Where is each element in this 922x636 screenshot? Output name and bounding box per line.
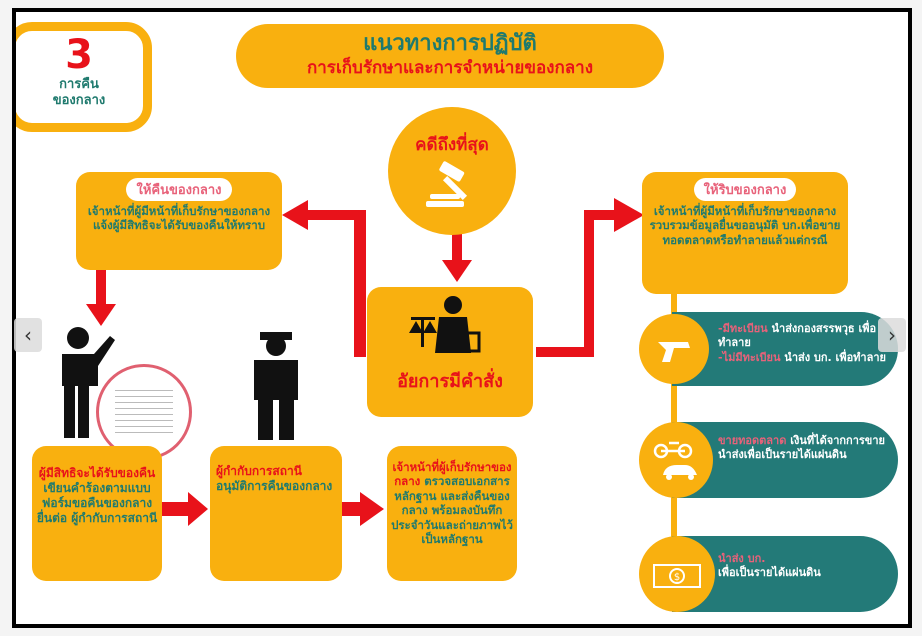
step3-text: ตรวจสอบเอกสารหลักฐาน และส่งคืนของกลาง พร… bbox=[391, 474, 513, 546]
police-officer-figure-icon bbox=[254, 332, 298, 440]
outcome3-t1: เพื่อเป็นรายได้แผ่นดิน bbox=[718, 566, 821, 580]
step-return-box: เจ้าหน้าที่ผู้เก็บรักษาของกลาง ตรวจสอบเอ… bbox=[387, 446, 517, 581]
step2-text: อนุมัติการคืนของกลาง bbox=[216, 479, 333, 493]
final-case-circle: คดีถึงที่สุด bbox=[388, 107, 516, 235]
return-text: เจ้าหน้าที่ผู้มีหน้าที่เก็บรักษาของกลางแ… bbox=[87, 204, 271, 233]
prosecutor-label: อัยการมีคำสั่ง bbox=[397, 371, 503, 392]
outcome1-h1: -มีทะเบียน bbox=[718, 322, 768, 335]
title-line1: แนวทางการปฏิบัติ bbox=[363, 31, 537, 56]
outcome-weapon: -มีทะเบียน นำส่งกองสรรพวุธ เพื่อทำลาย -ไ… bbox=[672, 312, 898, 386]
seize-text: เจ้าหน้าที่ผู้มีหน้าที่เก็บรักษาของกลางร… bbox=[649, 204, 841, 247]
outcome2-t1: เงินที่ได้จากการขาย นำส่งเพื่อเป็นรายได้… bbox=[718, 434, 885, 462]
step-approve-box: ผู้กำกับการสถานี อนุมัติการคืนของกลาง bbox=[210, 446, 342, 581]
vehicle-icon bbox=[639, 422, 713, 498]
outcome1-h2: -ไม่มีทะเบียน bbox=[718, 350, 781, 364]
arrow-down-center bbox=[452, 234, 462, 264]
arrow-down-left bbox=[96, 268, 106, 308]
arrow-right-branch bbox=[536, 210, 616, 357]
step2-highlight: ผู้กำกับการสถานี bbox=[216, 464, 302, 478]
seize-header: ให้ริบของกลาง bbox=[693, 178, 797, 201]
final-case-label: คดีถึงที่สุด bbox=[415, 135, 489, 155]
arrow-step2-3 bbox=[340, 502, 364, 516]
step-claim-box: ผู้มีสิทธิจะได้รับของคืน เขียนคำร้องตามแ… bbox=[32, 446, 162, 581]
gun-icon bbox=[639, 314, 709, 384]
infographic: 3 การคืน ของกลาง แนวทางการปฏิบัติ การเก็… bbox=[12, 8, 912, 628]
request-form-icon bbox=[96, 364, 192, 460]
step1-text: เขียนคำร้องตามแบบฟอร์มขอคืนของกลาง ยื่นต… bbox=[36, 481, 158, 525]
outcome1-t1: นำส่งกองสรรพวุธ เพื่อทำลาย bbox=[718, 322, 877, 350]
arrow-left-branch bbox=[306, 210, 371, 357]
gavel-icon bbox=[426, 161, 468, 208]
return-header: ให้คืนของกลาง bbox=[126, 178, 232, 201]
money-icon: $ bbox=[639, 536, 715, 612]
step-label-1: การคืน bbox=[59, 77, 99, 92]
citizen-figure-icon bbox=[62, 327, 115, 438]
step-badge: 3 การคืน ของกลาง bbox=[16, 22, 152, 132]
outcome1-t2: นำส่ง บก. เพื่อทำลาย bbox=[780, 350, 886, 364]
step3-highlight: เจ้าหน้าที่ผู้เก็บรักษาของกลาง bbox=[392, 460, 512, 489]
step1-highlight: ผู้มีสิทธิจะได้รับของคืน bbox=[38, 466, 156, 480]
title-line2: การเก็บรักษาและการจำหน่ายของกลาง bbox=[306, 57, 594, 78]
arrow-step1-2 bbox=[162, 502, 192, 516]
outcome3-h1: นำส่ง บก. bbox=[718, 552, 766, 565]
seize-box: ให้ริบของกลาง เจ้าหน้าที่ผู้มีหน้าที่เก็… bbox=[642, 172, 848, 294]
step-number: 3 bbox=[65, 32, 93, 78]
carousel-prev-button[interactable]: ‹ bbox=[14, 318, 42, 352]
return-box: ให้คืนของกลาง เจ้าหน้าที่ผู้มีหน้าที่เก็… bbox=[76, 172, 282, 270]
prosecutor-scales-icon bbox=[409, 296, 481, 353]
svg-text:$: $ bbox=[674, 572, 680, 583]
step-label-2: ของกลาง bbox=[52, 93, 106, 109]
outcome2-h1: ขายทอดตลาด bbox=[718, 434, 787, 447]
carousel-next-button[interactable]: › bbox=[878, 318, 906, 352]
title-banner: แนวทางการปฏิบัติ การเก็บรักษาและการจำหน่… bbox=[236, 24, 664, 88]
prosecutor-box: อัยการมีคำสั่ง bbox=[367, 287, 533, 417]
